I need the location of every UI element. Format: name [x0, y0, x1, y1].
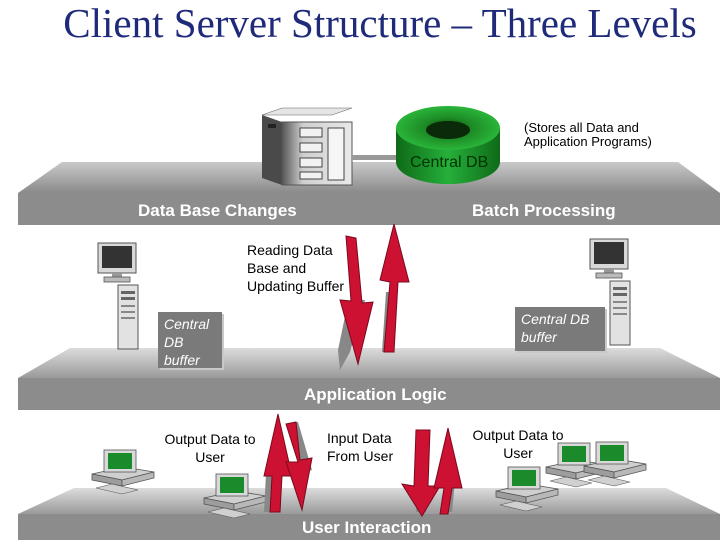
output-data-right-label: Output Data to User	[472, 427, 564, 461]
central-db-buffer-right: Central DB buffer	[515, 307, 605, 351]
db-update-arrow	[379, 223, 410, 353]
client-pc-icon	[91, 449, 155, 495]
central-db-label: Central DB	[410, 154, 489, 171]
db-read-arrow	[338, 235, 374, 370]
output-data-left-label: Output Data to User	[164, 431, 256, 465]
input-data-label: Input Data From User	[327, 430, 394, 464]
user-interaction-label: User Interaction	[302, 518, 432, 537]
reading-data-note: Reading Data Base and Updating Buffer	[247, 242, 345, 294]
client-pc-icon	[583, 441, 647, 487]
server-db-connector	[352, 155, 398, 160]
db-description-note: (Stores all Data and Application Program…	[524, 120, 652, 149]
batch-processing-label: Batch Processing	[472, 201, 616, 220]
left-workstation-icon	[97, 242, 139, 350]
slide-title: Client Server Structure – Three Levels	[63, 0, 697, 46]
central-db-icon	[396, 106, 500, 184]
central-db-buffer-left: Central DB buffer	[158, 312, 222, 368]
application-logic-label: Application Logic	[304, 385, 447, 404]
application-level-platform	[18, 348, 720, 410]
output-left-arrow	[263, 413, 293, 513]
server-machine-icon	[261, 107, 353, 186]
server-level-platform	[18, 162, 720, 225]
data-base-changes-label: Data Base Changes	[138, 201, 297, 220]
output-right-arrow	[433, 427, 463, 515]
input-arrow	[285, 421, 313, 512]
